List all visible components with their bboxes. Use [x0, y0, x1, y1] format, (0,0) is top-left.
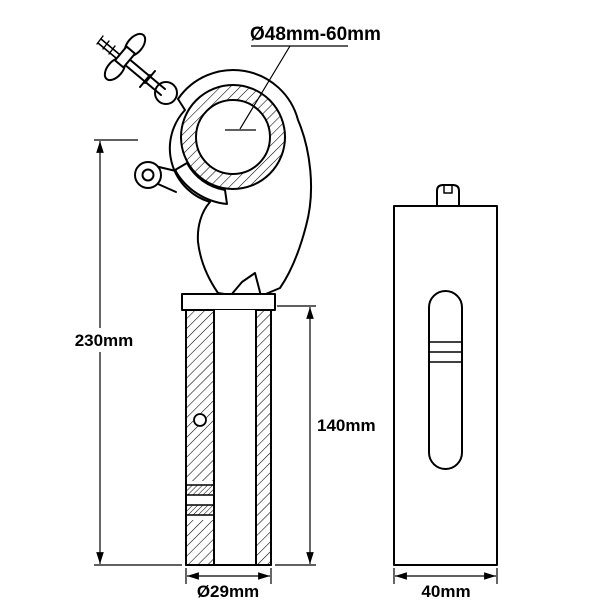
thread-tick-3 [96, 35, 104, 45]
pipe-bore [195, 99, 271, 175]
front-view [96, 32, 313, 566]
label-clamp-range: Ø48mm-60mm [250, 24, 381, 45]
washer-line-2 [139, 74, 151, 88]
jaw-connector-top [158, 166, 177, 172]
dimension-spigot-diameter [185, 568, 272, 584]
label-overall-height: 230mm [75, 331, 134, 350]
dim-label-mask [72, 328, 136, 352]
thread-tick-1 [108, 45, 116, 55]
jaw-connector-bottom [157, 183, 177, 193]
dimension-side-width [393, 568, 498, 584]
dimensions [72, 45, 498, 584]
lower-jaw [174, 162, 228, 205]
spigot-wall-left-section [185, 309, 215, 566]
washer-line-1 [144, 70, 156, 84]
groove-band-upper [185, 484, 215, 496]
bolt-boss [154, 81, 178, 105]
groove-band-lower [185, 504, 215, 516]
wing-nut-body [114, 45, 136, 69]
dimension-spigot-length [275, 305, 316, 566]
bolt-stub-edge-2 [97, 42, 117, 59]
bolt-stub-edge-1 [100, 38, 120, 55]
spigot-flange [181, 293, 276, 311]
leader-clamp-range [225, 45, 348, 131]
side-latch-pill [428, 290, 463, 470]
side-top-tab-slot [443, 184, 453, 194]
spigot-bore [214, 310, 256, 565]
spigot-wall-right-section [255, 309, 272, 566]
pivot-hole [141, 168, 155, 182]
leader-diagonal [239, 45, 291, 130]
label-side-width: 40mm [421, 582, 470, 600]
label-spigot-diameter: Ø29mm [197, 582, 259, 600]
dimension-overall-height [72, 139, 182, 566]
thread-tick-2 [102, 40, 110, 50]
label-spigot-length: 140mm [317, 416, 376, 435]
spigot-pin-hole [193, 413, 207, 427]
side-top-tab [436, 184, 460, 207]
side-view [393, 184, 498, 566]
